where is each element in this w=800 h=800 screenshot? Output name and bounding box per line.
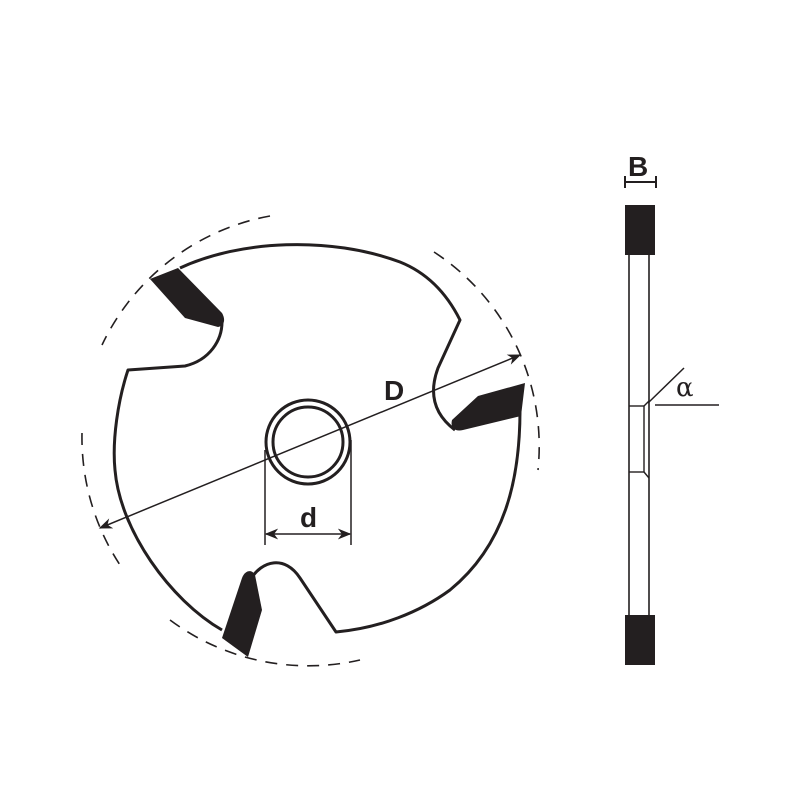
side-tooth-bottom [625,615,655,665]
outer-diameter-label: D [384,375,404,406]
side-view: B α [624,151,719,665]
front-view: D d [81,215,541,667]
cutting-diameter-dashed-circle [81,215,541,667]
angle-leg-inclined [647,367,685,404]
thickness-label: B [628,151,648,182]
hub-chamfer-bottom [643,471,650,479]
carbide-tooth-right [451,383,525,431]
carbide-tooth-top-left [150,268,225,327]
outer-diameter-dimension-line [98,354,522,529]
carbide-tooth-bottom [222,571,262,657]
bore-diameter-label: d [300,502,317,533]
side-tooth-top [625,205,655,255]
angle-label: α [676,373,694,403]
